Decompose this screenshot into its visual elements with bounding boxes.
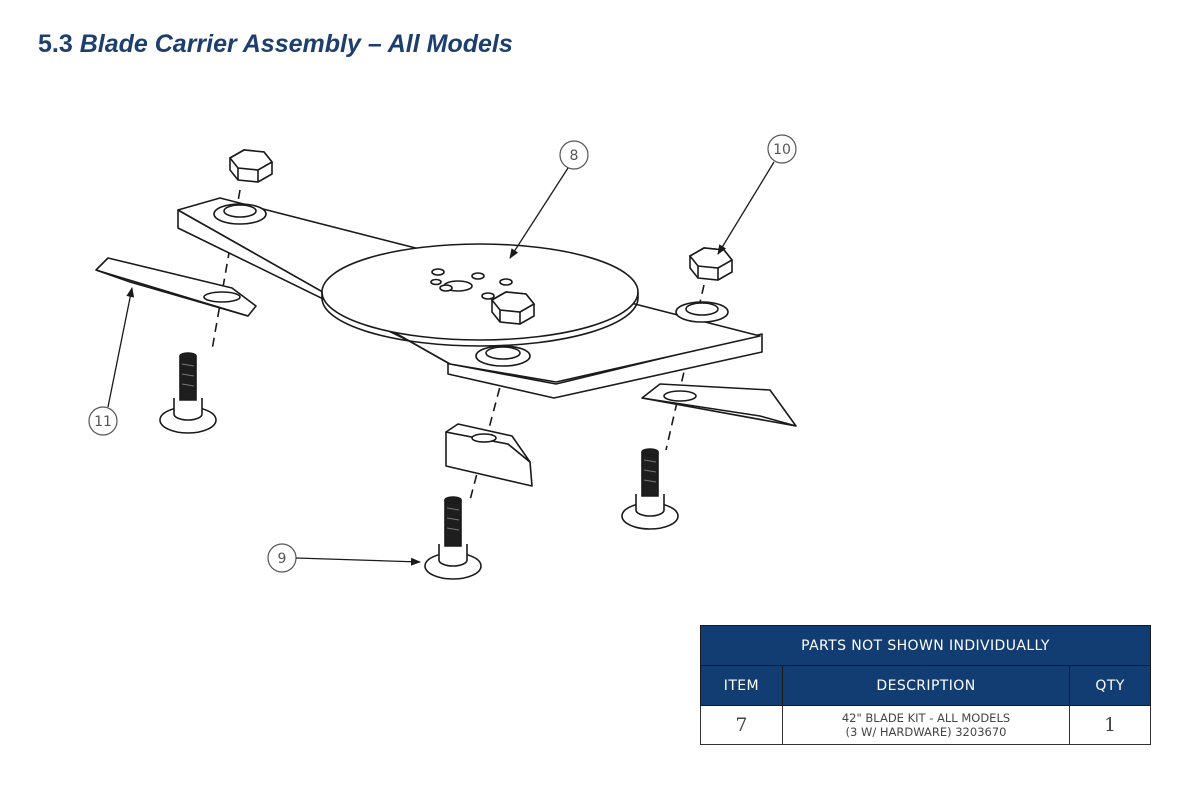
table-row: 7 42" BLADE KIT - ALL MODELS (3 W/ HARDW… bbox=[700, 705, 1151, 745]
parts-table: PARTS NOT SHOWN INDIVIDUALLY ITEM DESCRI… bbox=[700, 625, 1151, 745]
row-item-number: 7 bbox=[700, 705, 783, 745]
center-hub-disc bbox=[321, 243, 639, 347]
hex-nut-right bbox=[688, 247, 734, 281]
row-description: 42" BLADE KIT - ALL MODELS (3 W/ HARDWAR… bbox=[781, 705, 1071, 745]
bolt-right bbox=[621, 448, 679, 530]
bolt-left bbox=[159, 352, 217, 434]
column-header-item: ITEM bbox=[700, 665, 783, 706]
svg-text:8: 8 bbox=[570, 148, 579, 164]
blade-left bbox=[95, 257, 257, 317]
column-header-description: DESCRIPTION bbox=[781, 665, 1071, 706]
blade-center bbox=[445, 423, 533, 487]
callout-8: 8 bbox=[509, 140, 589, 259]
blade-right bbox=[641, 383, 797, 427]
table-caption: PARTS NOT SHOWN INDIVIDUALLY bbox=[700, 625, 1151, 666]
section-title: Blade Carrier Assembly – All Models bbox=[79, 30, 513, 58]
assembly-axis-lines bbox=[211, 189, 705, 501]
svg-text:11: 11 bbox=[94, 414, 112, 430]
page-title: 5.3 Blade Carrier Assembly – All Models bbox=[38, 30, 513, 59]
row-qty: 1 bbox=[1069, 705, 1151, 745]
plate-washers bbox=[213, 203, 729, 367]
svg-text:9: 9 bbox=[278, 551, 287, 567]
svg-text:10: 10 bbox=[773, 142, 791, 158]
callout-9: 9 bbox=[267, 543, 421, 573]
hex-nut-left bbox=[228, 149, 274, 183]
hex-nut-center bbox=[490, 291, 536, 325]
blades bbox=[95, 257, 797, 487]
hex-nuts bbox=[228, 149, 734, 325]
row-description-line2: (3 W/ HARDWARE) 3203670 bbox=[845, 725, 1007, 739]
section-number: 5.3 bbox=[38, 30, 73, 58]
blade-bolts bbox=[159, 352, 679, 580]
row-description-line1: 42" BLADE KIT - ALL MODELS bbox=[841, 711, 1011, 725]
bolt-center bbox=[424, 496, 482, 580]
column-header-qty: QTY bbox=[1069, 665, 1151, 706]
callout-10: 10 bbox=[717, 134, 797, 255]
callout-11: 11 bbox=[88, 287, 135, 436]
